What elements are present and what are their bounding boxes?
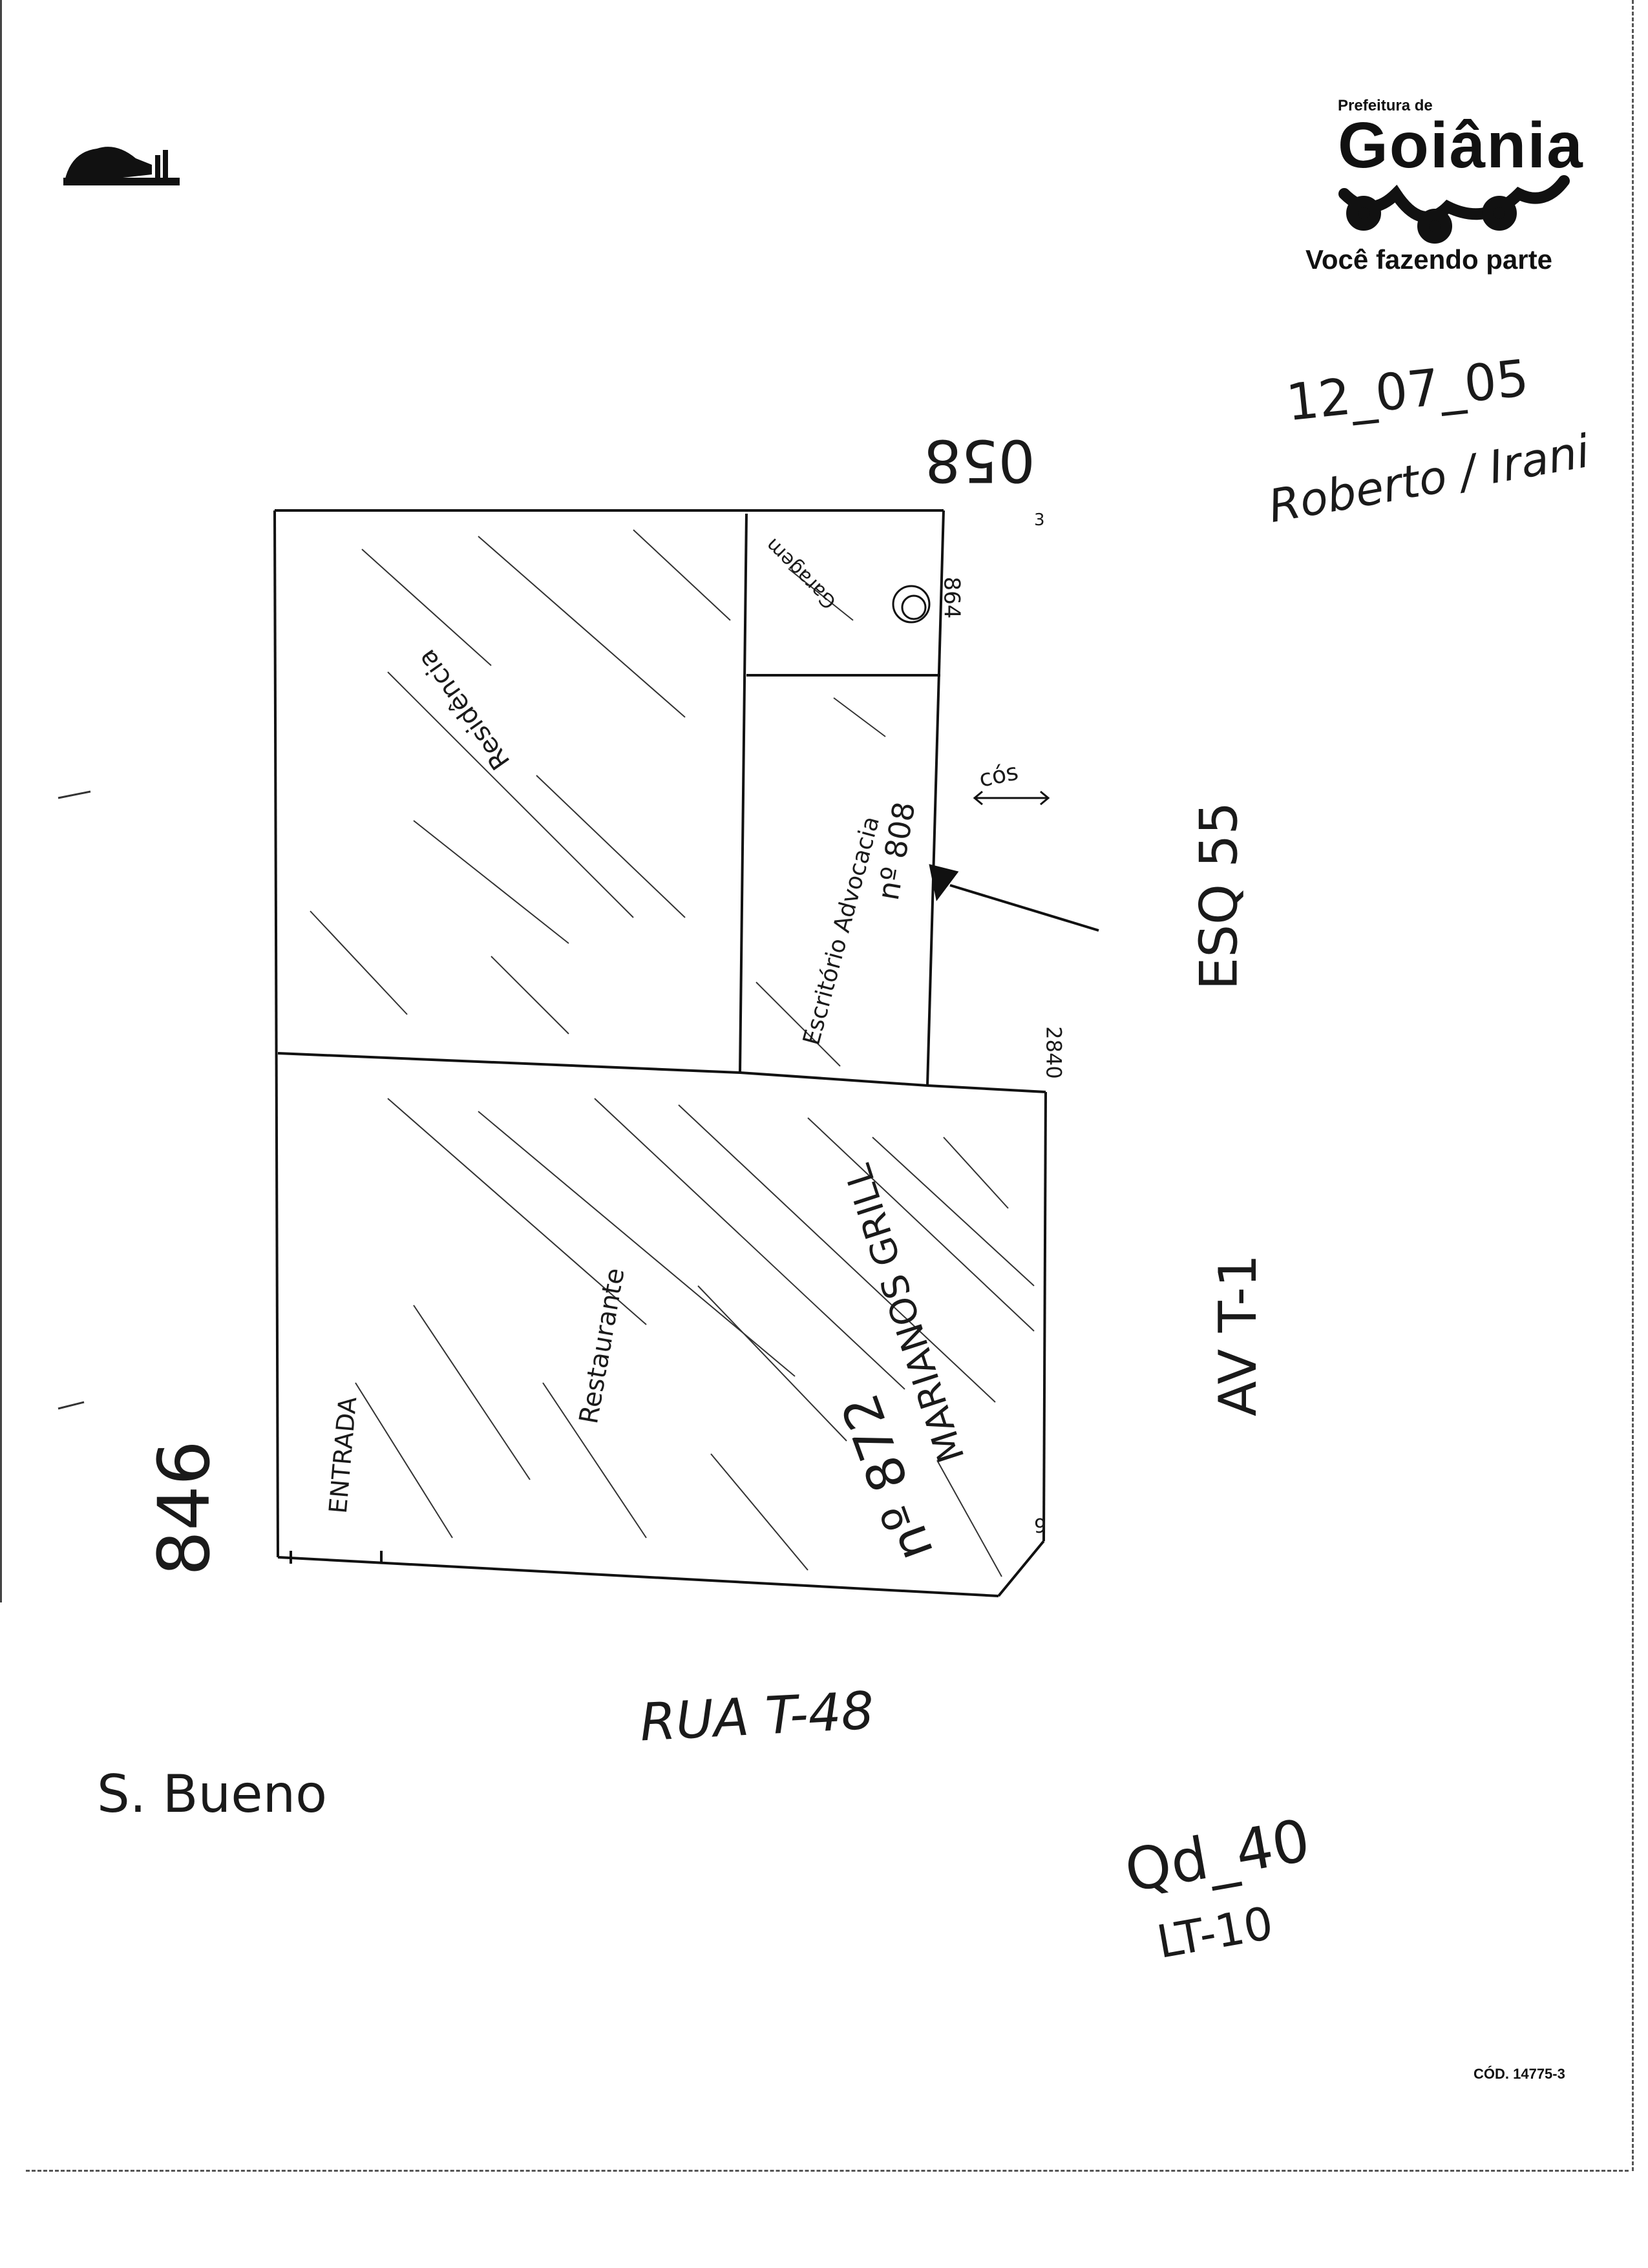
floor-plan bbox=[273, 509, 1047, 1597]
street-annotation: RUA T-48 bbox=[638, 1680, 876, 1753]
document-code: CÓD. 14775-3 bbox=[1474, 2066, 1565, 2082]
brand-small-text: Prefeitura de bbox=[1338, 97, 1433, 114]
hatch-lines bbox=[310, 529, 1035, 1577]
plan-right-lower bbox=[1042, 1091, 1047, 1542]
plan-right-upper bbox=[926, 510, 945, 1086]
lot-number-top: 058 bbox=[924, 426, 1035, 494]
plan-mid-horizontal bbox=[277, 1052, 928, 1087]
left-edge-line bbox=[0, 0, 2, 1602]
plan-step bbox=[927, 1084, 1046, 1093]
small-dashes bbox=[58, 790, 91, 1410]
plan-chamfer bbox=[997, 1540, 1045, 1597]
lot-number-left: 846 bbox=[142, 1440, 226, 1576]
city-seal-icon bbox=[63, 147, 180, 185]
double-arrow-icon bbox=[973, 790, 1050, 806]
plan-bottom-ticks bbox=[290, 1551, 383, 1564]
entrance-arrow-icon bbox=[929, 864, 1099, 932]
bottom-cut-line bbox=[26, 2170, 1629, 2172]
esq-annotation: ESQ 55 bbox=[1188, 801, 1249, 991]
brand-name: Goiânia bbox=[1338, 109, 1584, 182]
plan-bottom-wall bbox=[277, 1556, 999, 1597]
neighborhood-annotation: S. Bueno bbox=[97, 1764, 328, 1824]
mark-top-right: 3 bbox=[1034, 510, 1045, 530]
avenue-annotation: AV T-1 bbox=[1208, 1254, 1269, 1417]
people-logo-icon bbox=[1338, 175, 1570, 244]
right-number-annotation: 2840 bbox=[1041, 1026, 1066, 1079]
scribble-circle-icon bbox=[892, 585, 931, 624]
mark-bottom-right: 9 bbox=[1034, 1515, 1047, 1538]
brand-tagline: Você fazendo parte bbox=[1305, 244, 1552, 275]
right-cut-line bbox=[1632, 0, 1634, 2171]
room-number-864: 864 bbox=[938, 576, 965, 619]
plan-left-wall bbox=[273, 510, 279, 1558]
plan-residence-divider bbox=[739, 513, 748, 1073]
